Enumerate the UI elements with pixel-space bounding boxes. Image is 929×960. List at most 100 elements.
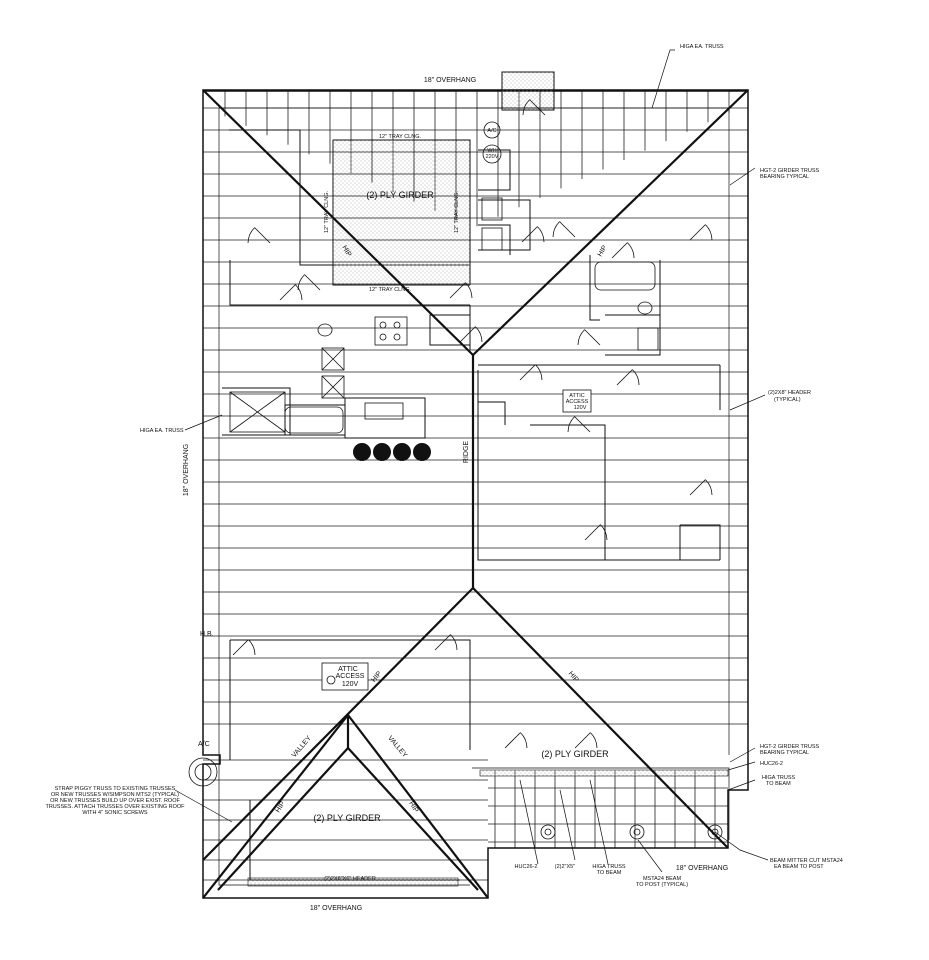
hip-label-br: HIP	[407, 800, 419, 814]
voltage-label: 120V	[574, 405, 587, 411]
tray-top-label: 12" TRAY CLNG.	[379, 134, 421, 140]
door-swing	[611, 242, 635, 259]
voltage-label: 120V	[342, 681, 359, 688]
strap-note-line: TRUSSES. ATTACH TRUSSES OVER EXISTING RO…	[45, 804, 185, 810]
valley-label-right: VALLEY	[386, 735, 408, 760]
dryer	[481, 227, 503, 251]
door-swing	[279, 284, 303, 301]
door-swing	[689, 224, 713, 241]
bathtub-left	[284, 406, 344, 434]
door-swing	[689, 479, 713, 496]
door-swing	[574, 732, 598, 749]
truss-lines	[203, 90, 748, 881]
door-swing	[434, 634, 458, 651]
wh-label: WH	[487, 148, 496, 154]
higa-beam-bottom-line1: HIGA TRUSS	[592, 864, 626, 870]
post-size-label: (2)2"X5"	[555, 864, 575, 870]
ply-girder-right-label: (2) PLY GIRDER	[541, 749, 609, 759]
washer	[481, 197, 503, 221]
attic-access-upper: ATTIC ACCESS 120V	[562, 389, 592, 413]
strap-note-line: WITH 4" SONIC SCREWS	[82, 810, 148, 816]
door-swing	[616, 369, 640, 386]
wh-voltage-label: 220V	[486, 154, 499, 160]
door-swing	[297, 274, 321, 291]
door-swing	[504, 732, 528, 749]
ac-unit-lower	[188, 757, 218, 787]
hgt2-bottom-line2: BEARING TYPICAL	[760, 750, 809, 756]
tray-right-label: 12" TRAY CLNG.	[454, 191, 460, 233]
skylight-1	[321, 347, 345, 371]
hb-label: H.B.	[200, 631, 214, 638]
beam-mitter-line1: BEAM MITTER CUT MSTA24	[770, 858, 843, 864]
higa-truss-top-label: HIGA EA. TRUSS	[680, 44, 724, 50]
hgt2-top-line2: BEARING TYPICAL	[760, 174, 809, 180]
header-bottom-label: (2)2X8"X6" HEADER	[324, 876, 376, 882]
attic-label: ATTIC	[338, 666, 358, 673]
ac-upper-label: A/C	[487, 128, 496, 134]
huc-label: HUC26-2	[760, 761, 783, 767]
hip-label-ne: HIP	[597, 244, 609, 258]
ply-girder-bottom-label: (2) PLY GIRDER	[313, 813, 381, 823]
header-typ-line1: (2)2X8" HEADER	[768, 390, 811, 396]
header-typ-line2: (TYPICAL)	[774, 397, 801, 403]
valley-label-left: VALLEY	[291, 735, 313, 760]
skylight-2	[321, 375, 345, 399]
labels: 18" OVERHANG HIGA EA. TRUSS HGT-2 GIRDER…	[45, 44, 842, 912]
door-swing	[522, 99, 546, 116]
leader-lines	[174, 49, 769, 873]
door-swing	[459, 326, 483, 343]
higa-truss-left-label: HIGA EA. TRUSS	[140, 428, 184, 434]
hgt2-bottom-line1: HGT-2 GIRDER TRUSS	[760, 744, 820, 750]
door-swing	[577, 329, 601, 346]
ac-unit-upper	[483, 121, 501, 139]
beam-mitter-line2: EA BEAM TO POST	[774, 864, 824, 870]
strap-note: STRAP PIGGY TRUSS TO EXISTING TRUSSES OR…	[45, 786, 185, 816]
chimney-box	[501, 71, 555, 111]
toilet-right	[637, 301, 653, 315]
attic-access-lower: ATTIC ACCESS 120V	[321, 662, 369, 691]
water-heater	[482, 144, 502, 164]
overhang-bottom-right-label: 18" OVERHANG	[676, 865, 728, 872]
door-swing	[521, 226, 545, 243]
barstools	[353, 443, 431, 461]
huc-bottom-label: HUC26-2	[515, 864, 538, 870]
sink-double	[364, 402, 404, 420]
girder-bands	[247, 139, 729, 887]
strap-note-line: OR NEW TRUSSES W/SIMPSON MTS2 (TYPICAL)	[51, 792, 179, 798]
interior-walls	[222, 129, 721, 881]
attic-label: ATTIC	[569, 393, 585, 399]
hip-label-se: HIP	[567, 670, 580, 684]
higa-beam-bottom-line2: TO BEAM	[597, 870, 622, 876]
stove	[374, 316, 408, 346]
hgt2-top-line1: HGT-2 GIRDER TRUSS	[760, 168, 820, 174]
access-label: ACCESS	[336, 673, 365, 680]
overhang-left-label: 18" OVERHANG	[183, 444, 190, 496]
strap-note-line: OR NEW TRUSSES BUILD UP OVER EXIST. ROOF	[50, 798, 180, 804]
door-swings	[232, 99, 713, 749]
door-swing	[567, 416, 591, 433]
msta-line1: MSTA24 BEAM	[643, 876, 682, 882]
hip-ridge-valley-lines	[202, 89, 749, 899]
door-swing	[232, 639, 256, 656]
overhang-top-label: 18" OVERHANG	[424, 77, 476, 84]
access-label: ACCESS	[566, 399, 589, 405]
door-swing	[519, 364, 543, 381]
bathtub-right	[594, 261, 656, 291]
toilet-left	[317, 323, 333, 337]
tray-bottom-label: 12" TRAY CLNG.	[369, 287, 411, 293]
ac-lower-label: A/C	[198, 741, 210, 748]
msta-line2: TO POST (TYPICAL)	[636, 882, 688, 888]
higa-beam-right-line2: TO BEAM	[766, 781, 791, 787]
door-swing	[552, 221, 576, 238]
fixtures	[188, 121, 659, 787]
shower-right	[637, 327, 659, 351]
overhang-bottom-left-label: 18" OVERHANG	[310, 905, 362, 912]
hip-label-bl: HIP	[275, 800, 287, 814]
door-swing	[449, 282, 473, 299]
strap-note-line: STRAP PIGGY TRUSS TO EXISTING TRUSSES	[55, 786, 176, 792]
ridge-label: RIDGE	[463, 441, 470, 464]
ply-girder-top-label: (2) PLY GIRDER	[366, 190, 434, 200]
door-swing	[584, 524, 608, 541]
tray-left-label: 12" TRAY CLNG.	[324, 191, 330, 233]
